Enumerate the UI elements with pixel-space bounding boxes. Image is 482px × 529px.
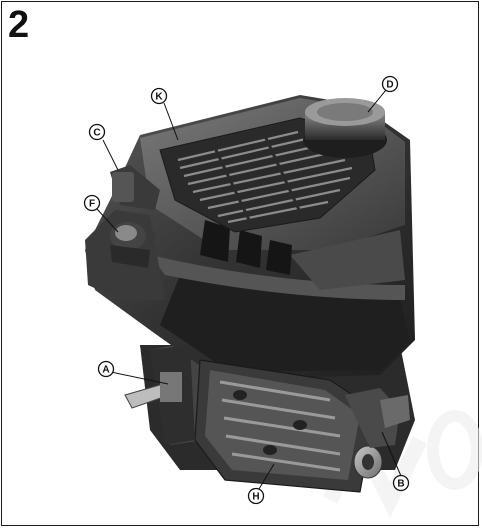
choke-lever <box>110 165 160 210</box>
callout-A: A <box>97 360 115 378</box>
spark-plug <box>124 345 195 445</box>
side-component <box>345 388 410 448</box>
callout-D: D <box>381 75 399 93</box>
svg-text:A: A <box>102 365 109 376</box>
svg-text:B: B <box>397 479 404 490</box>
callout-C: C <box>88 123 106 141</box>
svg-text:K: K <box>155 92 163 103</box>
fuel-cap <box>303 98 387 158</box>
muffler <box>194 359 383 493</box>
callout-B: B <box>392 474 410 492</box>
svg-text:H: H <box>252 492 259 503</box>
figure-number: 2 <box>8 4 30 46</box>
svg-text:F: F <box>89 199 95 210</box>
callout-leaders <box>96 89 402 490</box>
callout-K: K <box>150 87 168 105</box>
svg-text:C: C <box>93 128 100 139</box>
callout-F: F <box>83 194 101 212</box>
callout-H: H <box>247 487 265 505</box>
svg-text:D: D <box>386 80 393 91</box>
primer-bulb <box>110 222 150 268</box>
